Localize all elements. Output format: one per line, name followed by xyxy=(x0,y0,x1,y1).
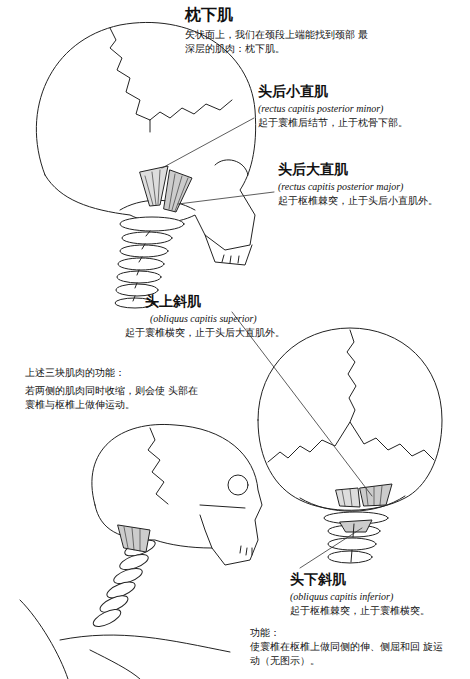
latin-name: (obliquus capitis superior) xyxy=(150,312,257,326)
description: 若两侧的肌肉同时收缩，则会使 头部在寰椎与枢椎上做伸运动。 xyxy=(25,384,200,412)
label-wrap: (rectus capitis posterior major) xyxy=(278,180,403,194)
label-wrap: 头上斜肌 xyxy=(145,292,201,312)
description: 使寰椎在枢椎上做同侧的伸、侧屈和回 旋运动（无图示）。 xyxy=(250,640,450,668)
latin-name: (obliquus capitis inferior) xyxy=(290,590,393,604)
latin-name: (rectus capitis posterior major) xyxy=(278,180,403,194)
description: 起于寰椎后结节，止于枕骨下部。 xyxy=(258,116,408,130)
label-wrap: 头后小直肌 xyxy=(258,82,328,102)
label-wrap: 起于枢椎棘突，止于寰椎横突。 xyxy=(290,604,430,618)
muscle-name: 头后小直肌 xyxy=(258,82,328,102)
label-wrap: 使寰椎在枢椎上做同侧的伸、侧屈和回 旋运动（无图示）。 xyxy=(250,640,450,668)
description: 起于寰椎横突，止于头后大直肌外。 xyxy=(125,326,285,340)
latin-name: (rectus capitis posterior minor) xyxy=(258,102,383,116)
muscle-name: 头后大直肌 xyxy=(278,160,348,180)
label-wrap: 矢状面上，我们在颈段上端能找到颈部 最深层的肌肉：枕下肌。 xyxy=(185,28,370,56)
title: 枕下肌 xyxy=(185,4,233,26)
description: 矢状面上，我们在颈段上端能找到颈部 最深层的肌肉：枕下肌。 xyxy=(185,28,370,56)
label-wrap: (obliquus capitis inferior) xyxy=(290,590,393,604)
label-wrap: 若两侧的肌肉同时收缩，则会使 头部在寰椎与枢椎上做伸运动。 xyxy=(25,384,200,412)
title-wrap: 枕下肌 xyxy=(185,4,233,26)
skull-posterior-oblique xyxy=(36,22,255,308)
label-wrap: 起于寰椎横突，止于头后大直肌外。 xyxy=(125,326,285,340)
muscle-name: 头上斜肌 xyxy=(145,292,201,312)
label-wrap: 起于枢椎棘突，止于头后小直肌外。 xyxy=(278,194,438,208)
label-wrap: 起于寰椎后结节，止于枕骨下部。 xyxy=(258,116,408,130)
muscle-name: 头下斜肌 xyxy=(290,570,346,590)
label-wrap: 功能： xyxy=(250,626,280,640)
skull-posterior xyxy=(258,328,442,563)
description: 起于枢椎棘突，止于头后小直肌外。 xyxy=(278,194,438,208)
description: 功能： xyxy=(250,626,280,640)
label-wrap: (rectus capitis posterior minor) xyxy=(258,102,383,116)
label-wrap: 头下斜肌 xyxy=(290,570,346,590)
skull-lateral xyxy=(20,424,262,679)
description: 上述三块肌肉的功能： xyxy=(25,366,125,380)
label-wrap: (obliquus capitis superior) xyxy=(150,312,257,326)
label-wrap: 上述三块肌肉的功能： xyxy=(25,366,125,380)
label-wrap: 头后大直肌 xyxy=(278,160,348,180)
description: 起于枢椎棘突，止于寰椎横突。 xyxy=(290,604,430,618)
